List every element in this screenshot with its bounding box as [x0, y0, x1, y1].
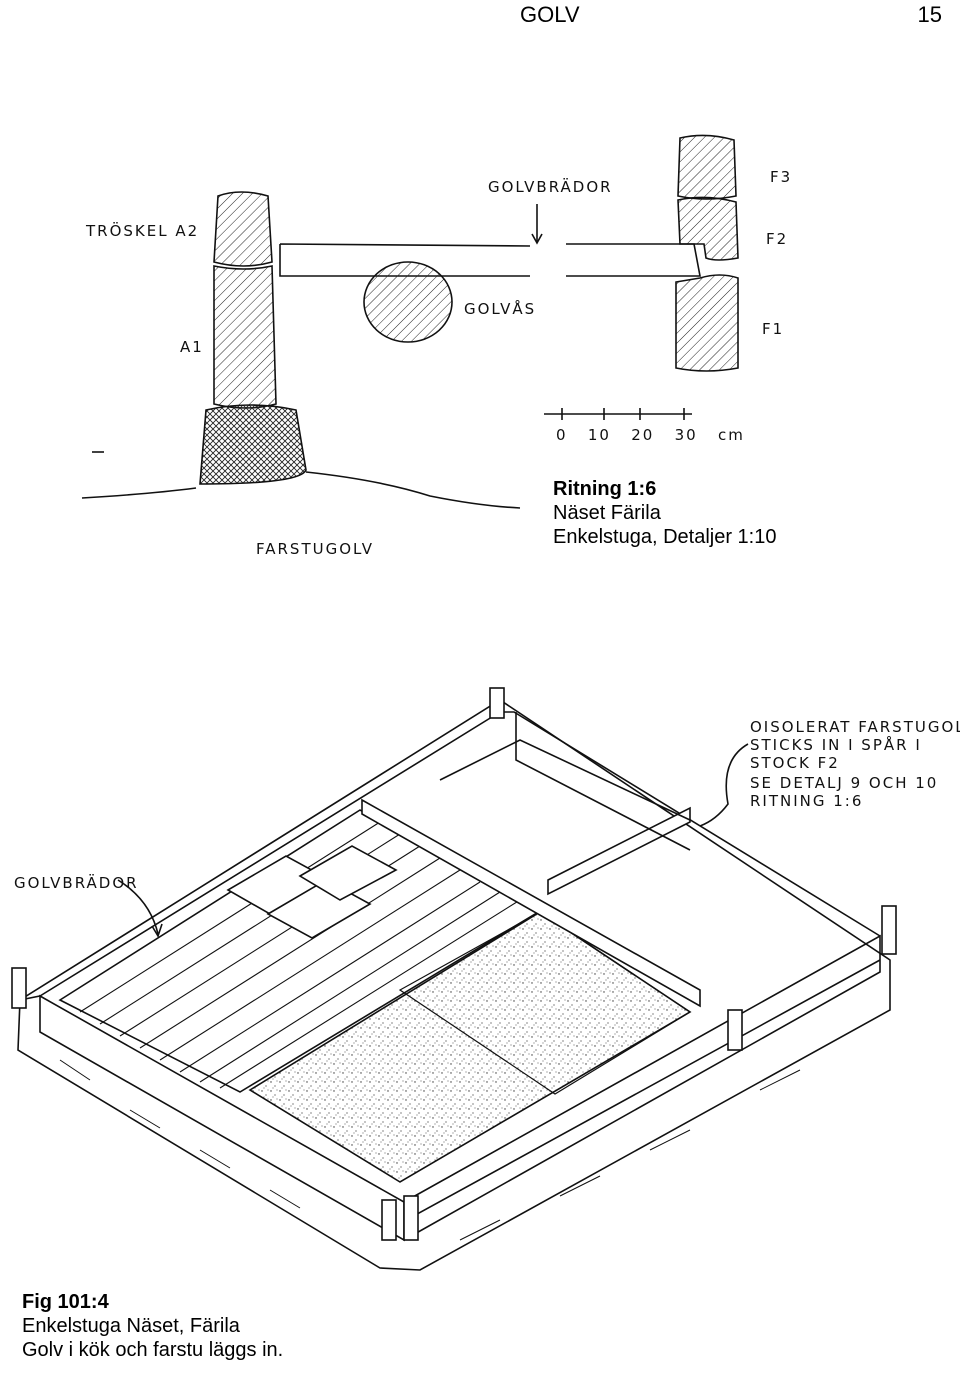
- figure-description: Golv i kök och farstu läggs in.: [22, 1339, 284, 1361]
- label-golvas: GOLVÅS: [464, 299, 536, 318]
- page-header-title: GOLV: [520, 2, 580, 27]
- note-line-5: RITNING 1:6: [750, 792, 863, 810]
- label-f1: F1: [762, 320, 784, 338]
- label-farstugolv: FARSTUGOLV: [256, 540, 374, 558]
- caption-description: Enkelstuga, Detaljer 1:10: [553, 526, 777, 548]
- scale-bar-labels: 0 10 20 30 cm: [556, 426, 745, 444]
- caption-location: Näset Färila: [553, 502, 661, 524]
- drawing-caption: Ritning 1:6 Näset Färila Enkelstuga, Det…: [553, 477, 776, 549]
- label-f2: F2: [766, 230, 788, 248]
- caption-title: Ritning 1:6: [553, 478, 657, 500]
- note-line-2: STICKS IN I SPÅR I: [750, 735, 922, 754]
- figure-number: Fig 101:4: [22, 1291, 109, 1313]
- note-line-3: STOCK F2: [750, 754, 840, 772]
- note-line-4: SE DETALJ 9 OCH 10: [750, 774, 938, 792]
- label-golvbrador-top: GOLVBRÄDOR: [488, 177, 613, 196]
- label-f3: F3: [770, 168, 792, 186]
- figure-caption: Fig 101:4 Enkelstuga Näset, Färila Golv …: [22, 1290, 283, 1362]
- figure-subject: Enkelstuga Näset, Färila: [22, 1315, 240, 1337]
- label-a1: A1: [180, 338, 204, 356]
- note-line-1: OISOLERAT FARSTUGOLV: [750, 718, 960, 736]
- section-detail-drawing: [81, 134, 739, 509]
- label-troskel: TRÖSKEL A2: [85, 221, 199, 240]
- isometric-floor-drawing: [11, 687, 897, 1271]
- label-golvbrador-bottom: GOLVBRÄDOR: [14, 873, 139, 892]
- page-number: 15: [917, 2, 942, 27]
